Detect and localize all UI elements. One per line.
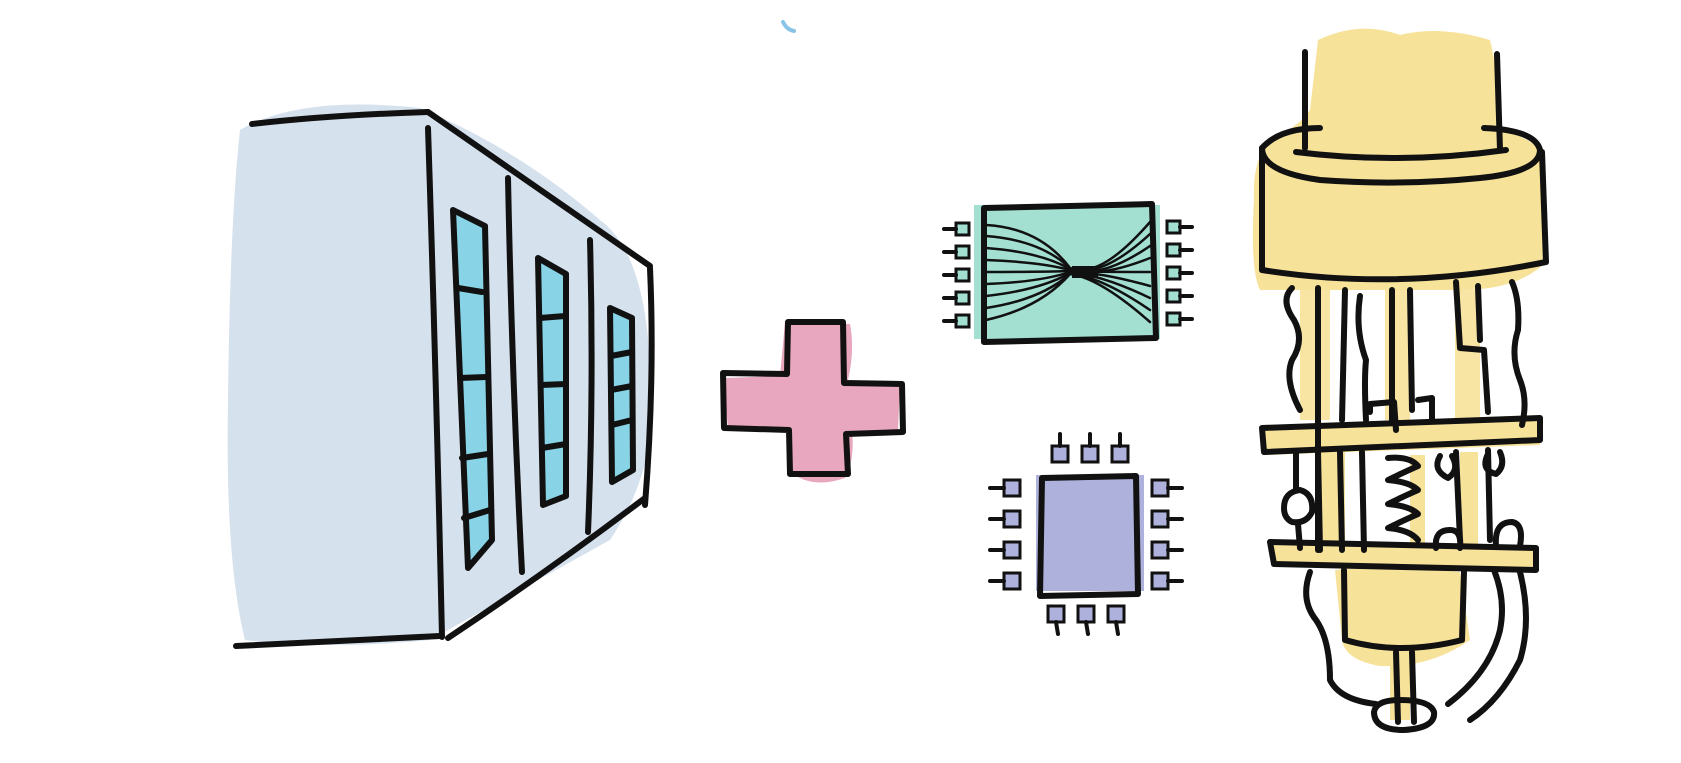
cryostat-bottom-wash bbox=[1335, 567, 1470, 667]
photonic-junction bbox=[1072, 266, 1098, 278]
plus-icon bbox=[720, 319, 906, 483]
server-wash bbox=[227, 104, 651, 645]
cryostat-plate-1 bbox=[1259, 415, 1543, 455]
server-window-3-bars bbox=[608, 349, 635, 428]
server-roof-edge bbox=[425, 109, 653, 269]
cryostat-mid-section bbox=[1281, 447, 1524, 553]
processor-pins-right bbox=[1150, 478, 1184, 591]
cryostat-neck-right bbox=[1494, 51, 1503, 153]
processor-chip-body bbox=[1036, 475, 1144, 591]
server-back-edge bbox=[642, 265, 655, 508]
photonic-chip-icon bbox=[942, 201, 1194, 345]
photonic-pins-right bbox=[1165, 219, 1194, 327]
processor-chip-outline bbox=[1037, 473, 1141, 599]
server-bottom-edge bbox=[233, 633, 443, 649]
server-divider-1 bbox=[505, 175, 525, 575]
photonic-chip-outline bbox=[981, 201, 1159, 345]
server-window-1-bars bbox=[455, 285, 493, 521]
server-top-edge bbox=[249, 109, 431, 127]
cryostat-top-body bbox=[1259, 145, 1549, 283]
server-window-1-frame bbox=[450, 207, 495, 571]
server-front-corner bbox=[425, 125, 445, 640]
stray-mark bbox=[781, 20, 796, 33]
cryostat-bottom-section bbox=[1303, 567, 1529, 733]
processor-pins-top bbox=[1050, 432, 1130, 464]
cryostat-top-ring bbox=[1259, 125, 1543, 186]
plus-fill bbox=[724, 322, 900, 483]
server-divider-2 bbox=[585, 237, 595, 535]
cryostat-plate-2 bbox=[1267, 539, 1539, 573]
processor-pins-bottom bbox=[1046, 604, 1126, 636]
server-side-bottom bbox=[445, 495, 648, 641]
photonic-pins-left bbox=[942, 221, 971, 329]
server-window-2-bars bbox=[537, 313, 569, 451]
cryostat-wiring bbox=[1283, 279, 1528, 553]
quantum-cryostat-icon bbox=[1252, 28, 1549, 733]
server-window-2-frame bbox=[535, 255, 569, 508]
photonic-waveguides bbox=[984, 220, 1152, 324]
plus-outline bbox=[720, 319, 906, 477]
server-window-1 bbox=[453, 210, 492, 568]
cryostat-neck-rim bbox=[1293, 147, 1509, 162]
processor-chip-icon bbox=[988, 432, 1184, 636]
processor-pins-left bbox=[988, 478, 1022, 591]
server-building-icon bbox=[227, 104, 655, 649]
